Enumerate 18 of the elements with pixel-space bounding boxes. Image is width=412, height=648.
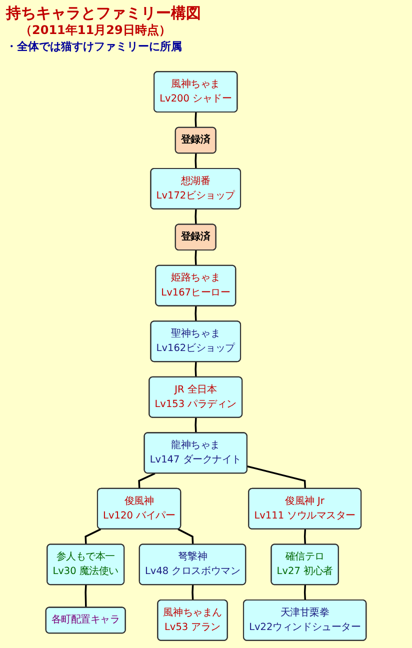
connector <box>84 584 87 608</box>
diagram-title: 持ちキャラとファミリー構図 <box>6 4 202 23</box>
connector <box>192 584 194 600</box>
connector <box>194 250 197 266</box>
connector <box>194 418 197 434</box>
connector <box>84 528 102 545</box>
note-text: ・全体では猫すけファミリーに所属 <box>6 40 183 54</box>
connector <box>247 466 306 489</box>
connector <box>304 584 306 600</box>
connector <box>194 306 197 322</box>
connector <box>194 112 197 128</box>
connector <box>138 472 156 489</box>
date-subtitle: （2011年11月29日時点） <box>20 22 172 38</box>
connector <box>194 362 197 378</box>
connector <box>304 529 306 545</box>
connector <box>194 153 197 169</box>
connector <box>194 209 197 225</box>
connector <box>178 528 194 545</box>
